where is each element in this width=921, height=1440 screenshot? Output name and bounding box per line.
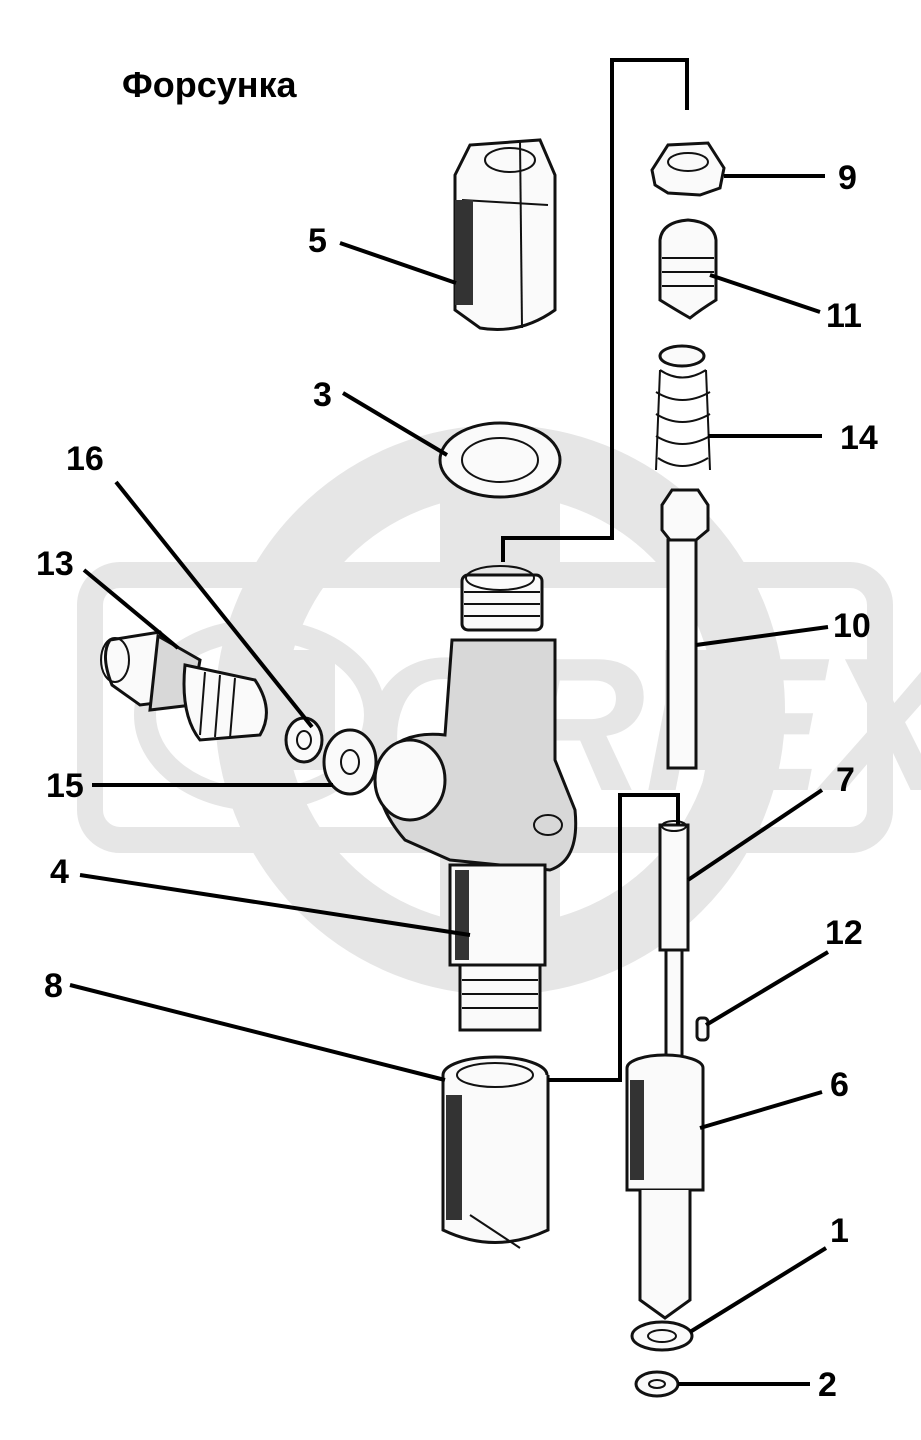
assembly-line-top <box>501 58 689 562</box>
callout-12: 12 <box>825 914 863 952</box>
callout-7: 7 <box>836 761 855 799</box>
part-5-cap-nut <box>453 138 557 332</box>
callout-1: 1 <box>830 1212 849 1250</box>
diagram-title: Форсунка <box>122 64 298 105</box>
callout-3: 3 <box>313 376 332 414</box>
callout-8: 8 <box>44 967 63 1005</box>
callout-6: 6 <box>830 1066 849 1104</box>
part-6-nozzle <box>625 1053 705 1320</box>
callout-2: 2 <box>818 1366 837 1404</box>
assembly-line-bottom <box>548 793 680 1082</box>
callout-14: 14 <box>840 419 878 457</box>
part-16-washer <box>284 716 324 764</box>
part-7-needle <box>658 820 690 1062</box>
part-2-washer <box>634 1370 680 1398</box>
part-12-pin <box>695 1016 710 1042</box>
part-10-pin <box>660 488 710 770</box>
part-3-washer <box>438 421 562 499</box>
callout-11: 11 <box>826 297 862 335</box>
callout-16: 16 <box>66 440 104 478</box>
part-4-body <box>373 565 578 1032</box>
part-8-nozzle-nut <box>441 1055 550 1249</box>
part-11-filter <box>658 218 718 320</box>
callout-5: 5 <box>308 222 327 260</box>
part-13-fitting <box>100 630 268 742</box>
callout-4: 4 <box>50 853 69 891</box>
part-9-nut <box>650 141 726 197</box>
part-1-washer <box>630 1320 694 1352</box>
callout-10: 10 <box>833 607 871 645</box>
callout-9: 9 <box>838 159 857 197</box>
leader-lines <box>69 174 830 1386</box>
callout-13: 13 <box>36 545 74 583</box>
callout-15: 15 <box>46 767 84 805</box>
part-15-washer <box>322 728 378 796</box>
part-14-spring <box>655 344 711 471</box>
